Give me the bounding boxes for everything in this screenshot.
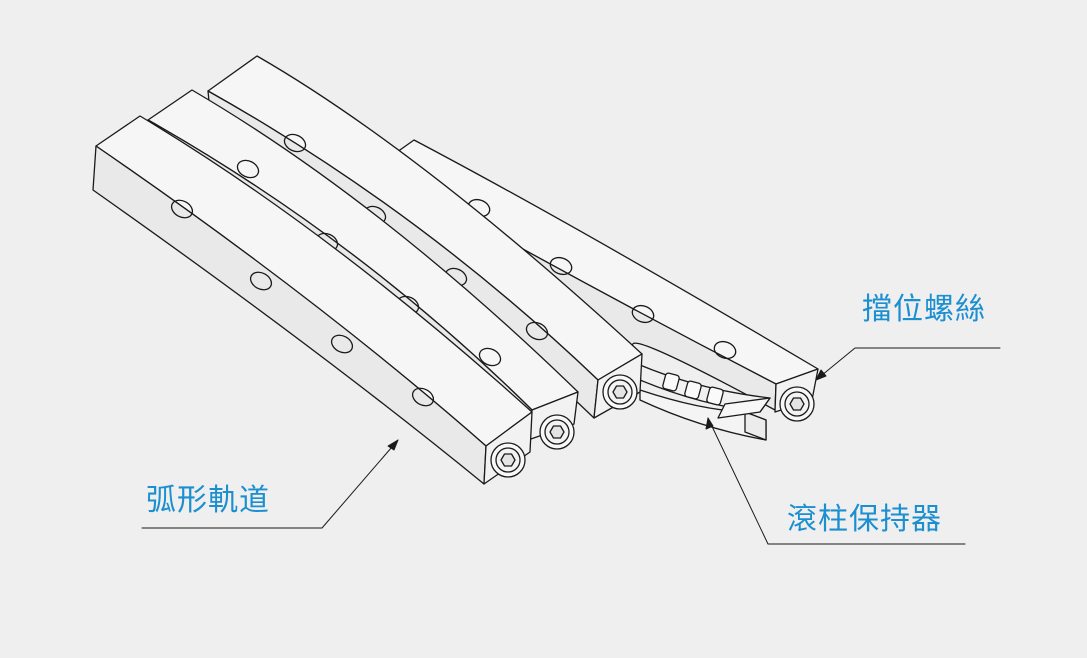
- right-lower-rail: [639, 389, 767, 441]
- label-arc-rail: 弧形軌道: [146, 483, 270, 518]
- mounting-hole: [170, 199, 194, 219]
- mounting-hole: [549, 256, 573, 276]
- label-roller-cage: 滾柱保持器: [787, 502, 942, 537]
- roller: [662, 372, 680, 392]
- hex-socket-screw-icon: [539, 414, 575, 450]
- mounting-hole: [525, 321, 549, 341]
- mounting-hole: [330, 334, 354, 354]
- mounting-hole: [411, 387, 435, 407]
- hex-socket-screw-icon: [490, 442, 526, 478]
- roller: [684, 380, 702, 400]
- mounting-hole: [713, 340, 737, 360]
- roller-cage-tab: [717, 397, 771, 419]
- mounting-hole: [283, 133, 307, 153]
- mounting-hole: [631, 304, 655, 324]
- roller-cage: [639, 364, 771, 419]
- roller: [706, 386, 724, 406]
- mounting-hole: [478, 347, 502, 367]
- leader-stop-screw: [815, 347, 1001, 381]
- hex-socket-screw-icon: [779, 386, 815, 422]
- mounting-hole: [249, 271, 273, 291]
- label-stop-screw: 擋位螺絲: [862, 292, 986, 327]
- leader-arc-rail: [141, 439, 399, 529]
- right-lower-rail-end: [744, 411, 767, 441]
- leader-roller-cage: [705, 417, 966, 545]
- hex-socket-screw-icon: [602, 374, 638, 410]
- mounting-hole: [236, 159, 260, 179]
